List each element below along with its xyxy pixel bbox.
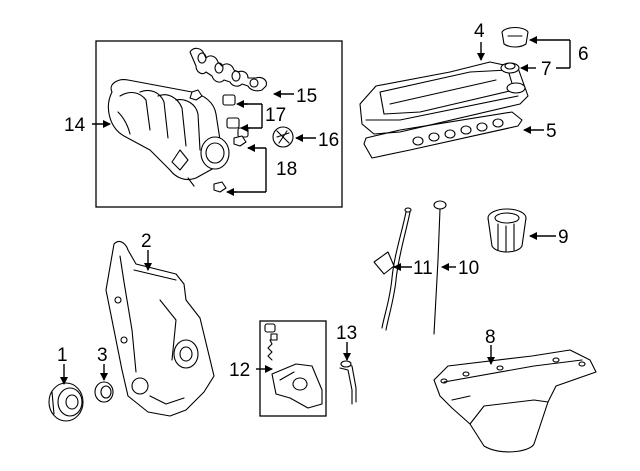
throttle-gasket[interactable] — [272, 126, 294, 148]
oil-filter[interactable] — [487, 208, 527, 253]
dipstick-tube[interactable] — [373, 207, 412, 331]
callout-17: 17 — [265, 105, 286, 126]
callout-5: 5 — [546, 121, 557, 142]
intake-manifold[interactable] — [107, 79, 230, 187]
callout-9: 9 — [558, 227, 569, 248]
oil-pan[interactable] — [433, 349, 597, 453]
stud-upper[interactable] — [222, 94, 236, 106]
nut-a[interactable] — [237, 127, 249, 138]
callout-7: 7 — [541, 59, 552, 80]
oil-filler-cap[interactable] — [501, 26, 529, 48]
callout-15: 15 — [296, 86, 317, 107]
cap-gasket[interactable] — [500, 62, 520, 74]
manifold-bolt[interactable] — [189, 89, 203, 101]
callout-8: 8 — [485, 327, 496, 348]
callout-11: 11 — [413, 258, 433, 279]
nut-c[interactable] — [213, 181, 227, 193]
timing-cover[interactable] — [105, 241, 215, 417]
callout-14: 14 — [64, 115, 86, 136]
callout-2: 2 — [141, 231, 152, 252]
callout-6: 6 — [578, 44, 589, 65]
dipstick[interactable] — [433, 200, 447, 335]
valve-cover[interactable] — [359, 61, 529, 135]
callout-18: 18 — [276, 159, 297, 180]
oil-pump[interactable] — [271, 363, 323, 409]
callout-3: 3 — [97, 345, 108, 366]
callout-16: 16 — [318, 130, 339, 151]
callout-10: 10 — [458, 258, 479, 279]
valve-cover-gasket[interactable] — [363, 111, 523, 159]
stud-lower[interactable] — [226, 117, 240, 129]
callout-1: 1 — [57, 345, 68, 366]
nut-b[interactable] — [233, 135, 247, 147]
oil-strainer[interactable] — [339, 360, 357, 405]
callout-13: 13 — [336, 323, 357, 344]
callout-12: 12 — [229, 360, 250, 381]
front-crank-seal[interactable] — [94, 381, 114, 403]
relief-valve-parts[interactable] — [264, 323, 278, 361]
callout-4: 4 — [474, 21, 485, 42]
crankshaft-pulley[interactable] — [48, 382, 84, 422]
manifold-gasket[interactable] — [189, 47, 267, 92]
